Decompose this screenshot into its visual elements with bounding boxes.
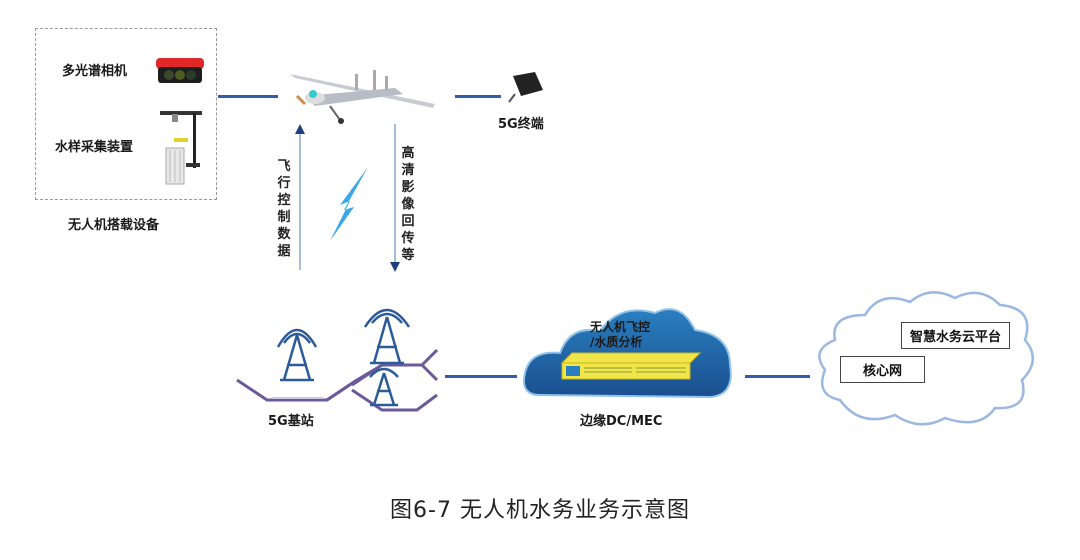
payload-group-label: 无人机搭载设备 xyxy=(68,218,160,233)
connector-drone-terminal xyxy=(455,95,501,98)
server-rack-icon xyxy=(560,352,702,380)
5g-terminal-icon xyxy=(508,72,543,103)
base-station-group xyxy=(236,308,439,412)
uplink-label: 飞行控制数据 xyxy=(277,159,291,259)
signal-tower-icon xyxy=(363,308,411,365)
connector-edge-core xyxy=(745,375,810,378)
downlink-arrowhead-icon xyxy=(390,262,400,272)
fixed-wing-drone-icon xyxy=(290,70,435,124)
edge-function-line2: /水质分析 xyxy=(590,335,643,349)
edge-label: 边缘DC/MEC xyxy=(580,414,663,429)
camera-label: 多光谱相机 xyxy=(62,64,128,79)
edge-cloud-icon xyxy=(523,308,732,399)
signal-tower-icon xyxy=(369,367,399,407)
connector-payload-drone xyxy=(218,95,278,98)
multispectral-camera-icon xyxy=(156,58,204,83)
edge-function-line1: 无人机飞控 xyxy=(590,320,651,334)
base-station-label: 5G基站 xyxy=(268,414,314,429)
uplink-arrowhead-icon xyxy=(295,124,305,134)
signal-tower-icon xyxy=(276,328,318,382)
water-sampler-label: 水样采集装置 xyxy=(55,140,134,155)
wireless-bolt-icon xyxy=(330,167,368,241)
water-sampler-icon xyxy=(160,111,202,185)
downlink-label: 高清影像回传等 xyxy=(401,146,415,263)
terminal-label: 5G终端 xyxy=(498,117,544,132)
link-arrows xyxy=(295,124,400,272)
hex-cells xyxy=(236,348,439,412)
payload-group-box xyxy=(35,28,217,200)
connector-bs-edge xyxy=(445,375,517,378)
platform-box: 智慧水务云平台 xyxy=(901,322,1011,349)
figure-caption: 图6-7 无人机水务业务示意图 xyxy=(390,498,690,523)
core-network-box: 核心网 xyxy=(840,356,926,383)
